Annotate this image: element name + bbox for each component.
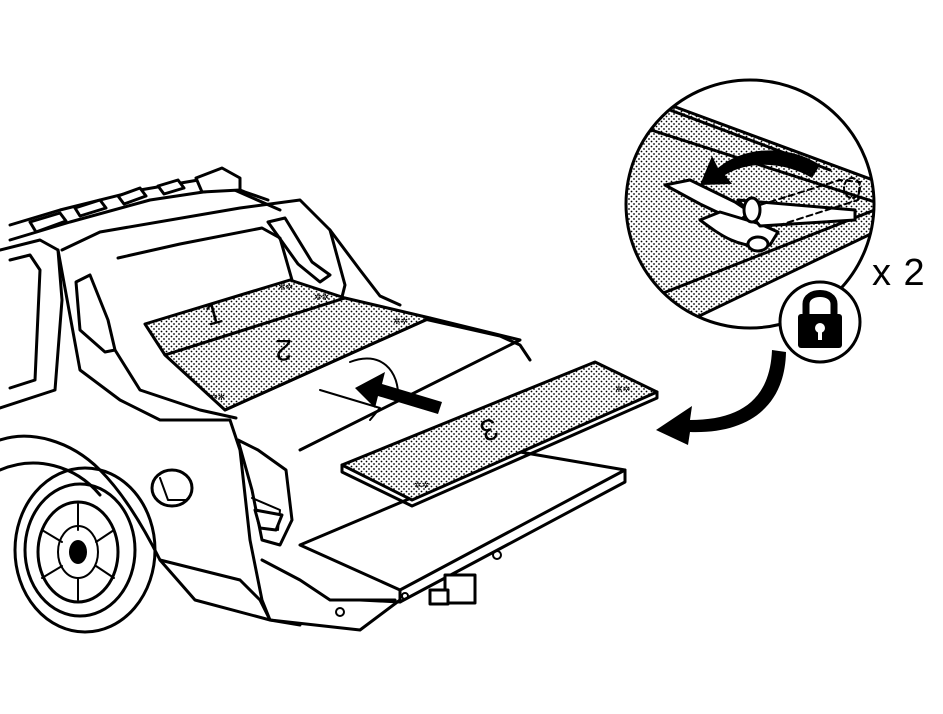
push-arrow-icon <box>355 372 442 414</box>
svg-text:✲✲: ✲✲ <box>414 481 429 491</box>
svg-text:✲✲: ✲✲ <box>393 317 408 327</box>
quantity-label: x 2 <box>872 252 926 294</box>
svg-text:✲✲: ✲✲ <box>615 385 630 395</box>
panel-2-number: 2 <box>275 333 292 366</box>
svg-text:✲✲: ✲✲ <box>314 293 329 303</box>
svg-text:✲✲: ✲✲ <box>278 283 293 293</box>
panel-3: 3 ✲✲ ✲✲ <box>340 360 659 508</box>
rear-wheel <box>13 466 157 634</box>
roof-rails <box>28 166 242 234</box>
curved-arrow-icon <box>656 350 786 445</box>
panel-fasteners: ✲✲ ✲✲ ✲✲ ✲✲ <box>210 283 408 403</box>
lock-icon <box>778 280 862 364</box>
bed-panels: 1 2 ✲✲ ✲✲ ✲✲ ✲✲ <box>143 278 522 452</box>
svg-text:✲✲: ✲✲ <box>210 393 225 403</box>
latch-detail-icon <box>624 78 876 330</box>
